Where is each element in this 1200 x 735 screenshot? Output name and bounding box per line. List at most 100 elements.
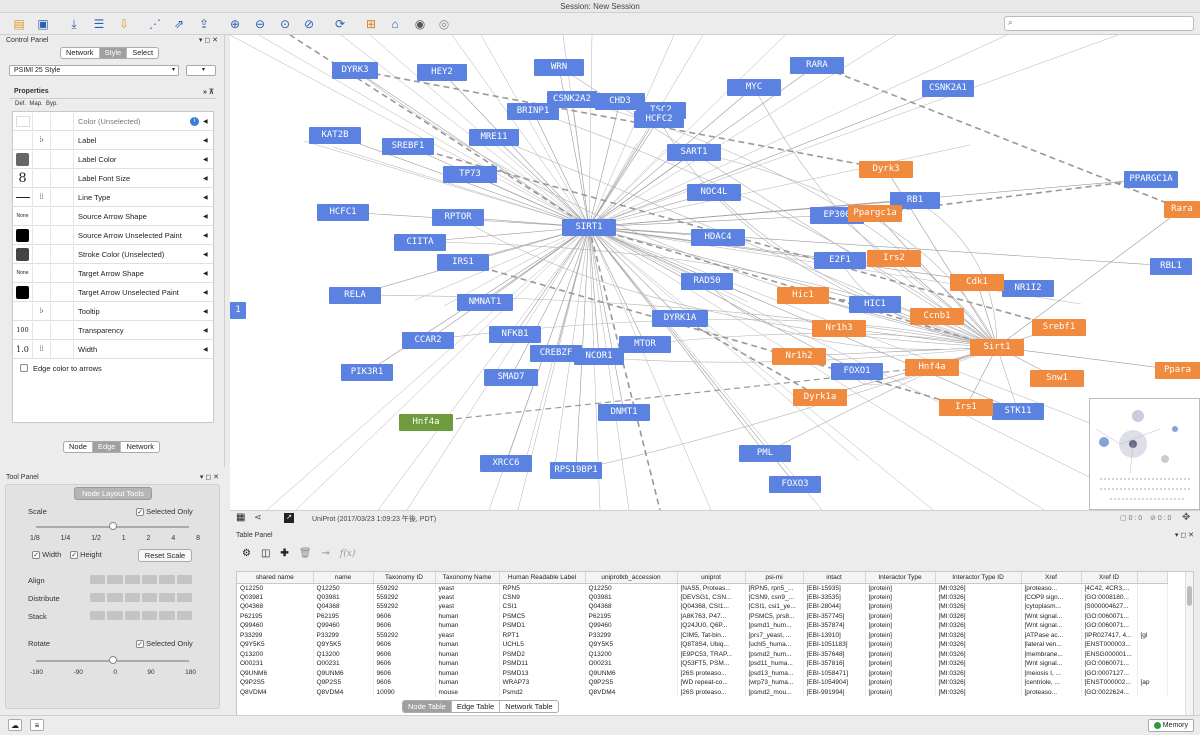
cloud-icon[interactable]: ☁ — [8, 719, 22, 731]
tab-network[interactable]: Network — [61, 48, 100, 58]
table-cell[interactable]: [ENST000002... — [1081, 678, 1138, 688]
network-node[interactable]: RAD50 — [681, 273, 733, 290]
table-cell[interactable]: [Wnt signal... — [1021, 659, 1082, 669]
collapse-icon[interactable]: » ⊼ — [203, 89, 214, 96]
table-cell[interactable]: [ap — [1137, 678, 1168, 688]
network-node[interactable]: DYRK3 — [332, 62, 378, 79]
network-node[interactable]: Dyrk1a — [793, 389, 847, 406]
network-node[interactable]: Dyrk3 — [859, 161, 913, 178]
arrow-icon[interactable]: ◀ — [203, 175, 208, 182]
table-cell[interactable]: [MI:0326] — [935, 592, 1022, 602]
table-cell[interactable]: 9606 — [373, 611, 436, 621]
table-cell[interactable]: 559292 — [373, 602, 436, 612]
table-cell[interactable]: [prs7_yeast, ... — [745, 630, 804, 640]
table-cell[interactable]: [ENSG000001... — [1081, 649, 1138, 659]
arrow-icon[interactable]: ◀ — [203, 270, 208, 277]
distribute-bottom-icon[interactable] — [176, 593, 192, 602]
table-cell[interactable]: P62195 — [313, 611, 374, 621]
table-cell[interactable]: 9606 — [373, 668, 436, 678]
import-table-2-icon[interactable]: ⇩ — [118, 17, 130, 31]
property-row-line-type[interactable]: ⁞⁞ Line Type ◀ — [13, 188, 213, 207]
table-cell[interactable]: Q04368 — [313, 602, 374, 612]
table-cell[interactable]: 10090 — [373, 687, 436, 697]
open-icon[interactable]: ▤ — [13, 17, 25, 31]
table-cell[interactable]: yeast — [435, 583, 500, 593]
table-cell[interactable]: [protein] — [865, 659, 936, 669]
network-overview[interactable] — [1089, 398, 1200, 510]
table-cell[interactable]: [CIM5, Tat-bin... — [677, 630, 746, 640]
network-node[interactable]: WRN — [534, 59, 584, 76]
table-cell[interactable]: [gl — [1137, 630, 1168, 640]
rotate-slider-thumb[interactable] — [109, 656, 117, 664]
network-node[interactable]: CSNK2A1 — [922, 80, 974, 97]
table-cell[interactable]: PSMC5 — [499, 611, 586, 621]
table-cell[interactable]: [RPN5, rpn5_... — [745, 583, 804, 593]
height-checkbox[interactable]: ✓ — [70, 551, 78, 560]
network-node[interactable]: Irs2 — [867, 250, 921, 267]
align-left-icon[interactable] — [90, 575, 106, 584]
table-cell[interactable]: [membrane... — [1021, 649, 1082, 659]
tab-node[interactable]: Node — [64, 442, 93, 452]
table-cell[interactable]: [MI:0326] — [935, 649, 1022, 659]
table-cell[interactable]: Q13200 — [585, 649, 678, 659]
zoom-in-icon[interactable]: ⊕ — [229, 17, 241, 31]
property-row-width[interactable]: 1.0 ⁞⁞ Width ◀ — [13, 340, 213, 359]
network-node[interactable]: HIC1 — [849, 296, 901, 313]
network-node[interactable]: TP73 — [443, 166, 497, 183]
table-cell[interactable]: [CSI1, csi1_ye... — [745, 602, 804, 612]
arrow-icon[interactable]: ◀ — [203, 194, 208, 201]
network-node[interactable]: NCOR1 — [574, 348, 624, 365]
network-node[interactable]: SMAD7 — [484, 369, 538, 386]
stack-middle-icon[interactable] — [159, 611, 175, 620]
table-cell[interactable]: P33299 — [237, 630, 314, 640]
width-option[interactable]: ✓ Width — [32, 550, 61, 560]
table-cell[interactable]: [S000004627... — [1081, 602, 1138, 612]
edge-color-to-arrows-row[interactable]: Edge color to arrows — [13, 359, 213, 377]
table-cell[interactable]: Q04368 — [237, 602, 314, 612]
table-cell[interactable]: Q9UNM6 — [237, 668, 314, 678]
new-network-icon[interactable]: ⊞ — [365, 17, 377, 31]
arrow-icon[interactable]: ◀ — [203, 327, 208, 334]
export-image-icon[interactable]: ⇪ — [198, 17, 210, 31]
table-cell[interactable]: [EBI-357648] — [803, 649, 866, 659]
table-cell[interactable]: Q8VDM4 — [313, 687, 374, 697]
add-icon[interactable]: ✚ — [280, 548, 289, 559]
panel-controls-icon[interactable]: ▾ ◻ ✕ — [198, 37, 218, 44]
share-icon[interactable]: ⋰ — [149, 17, 161, 31]
table-cell[interactable]: human — [435, 668, 500, 678]
table-cell[interactable]: [Wnt signal... — [1021, 621, 1082, 631]
network-node[interactable]: Rara — [1164, 201, 1200, 218]
arrow-icon[interactable]: ◀ — [203, 156, 208, 163]
share-network-icon[interactable]: ⋖ — [254, 512, 262, 522]
node-layout-tools-button[interactable]: Node Layout Tools — [74, 487, 152, 500]
table-cell[interactable] — [1137, 649, 1168, 659]
table-cell[interactable] — [1137, 640, 1168, 650]
table-cell[interactable]: Q9P2S5 — [585, 678, 678, 688]
column-header[interactable]: Xref ID — [1081, 572, 1138, 584]
network-node[interactable]: NR1I2 — [1002, 280, 1054, 297]
table-cell[interactable]: [MI:0326] — [935, 687, 1022, 697]
table-cell[interactable]: [MI:0326] — [935, 678, 1022, 688]
table-cell[interactable]: [proteaso... — [1021, 583, 1082, 593]
rotate-selected-only[interactable]: ✓ Selected Only — [136, 639, 193, 649]
table-cell[interactable]: Q99460 — [237, 621, 314, 631]
table-cell[interactable]: human — [435, 611, 500, 621]
network-node[interactable]: PPARGC1A — [1124, 171, 1178, 188]
network-node[interactable]: RARA — [790, 57, 844, 74]
table-cell[interactable]: [protein] — [865, 630, 936, 640]
rotate-selected-only-checkbox[interactable]: ✓ — [136, 640, 144, 649]
network-node[interactable]: FOXO3 — [769, 476, 821, 493]
tab-node-table[interactable]: Node Table — [403, 701, 452, 712]
table-cell[interactable]: 559292 — [373, 583, 436, 593]
search-input[interactable]: ⌕ — [1004, 16, 1194, 31]
table-cell[interactable]: [DEVSG1, CSN... — [677, 592, 746, 602]
table-cell[interactable]: human — [435, 659, 500, 669]
property-row-color[interactable]: Color (Unselected) i ◀ — [13, 112, 213, 131]
network-node[interactable]: BRINP1 — [507, 103, 559, 120]
table-cell[interactable] — [1137, 668, 1168, 678]
table-cell[interactable] — [1137, 611, 1168, 621]
zoom-selected-icon[interactable]: ⊘ — [303, 17, 315, 31]
table-cell[interactable]: [4C42, 4CR3,... — [1081, 583, 1138, 593]
